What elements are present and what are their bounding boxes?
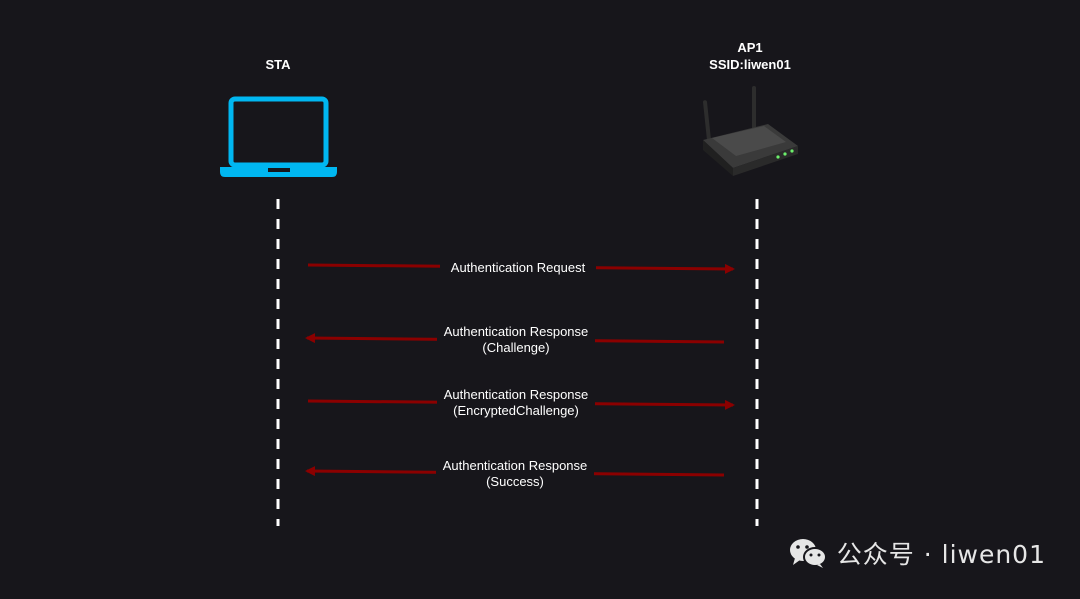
message-1-line1: Authentication Request [450, 260, 586, 275]
laptop-icon [220, 96, 337, 177]
watermark: 公众号 · liwen01 [789, 535, 1046, 571]
wechat-icon [789, 539, 827, 568]
message-label-4: Authentication Response (Success) [436, 458, 594, 490]
message-label-2: Authentication Response (Challenge) [437, 324, 595, 356]
message-2-line1: Authentication Response [443, 324, 589, 339]
message-4-line2: (Success) [486, 474, 544, 489]
message-3-line2: (EncryptedChallenge) [453, 403, 579, 418]
message-label-1: Authentication Request [440, 260, 596, 276]
ap-title: AP1 [737, 40, 763, 55]
message-2-line2: (Challenge) [482, 340, 550, 355]
message-label-3: Authentication Response (EncryptedChalle… [437, 387, 595, 419]
ap-ssid: SSID:liwen01 [709, 57, 791, 72]
message-4-line1: Authentication Response [442, 458, 588, 473]
watermark-text: 公众号 · liwen01 [836, 540, 1046, 569]
message-3-line1: Authentication Response [443, 387, 589, 402]
sta-title: STA [265, 57, 291, 72]
router-icon [703, 86, 798, 176]
